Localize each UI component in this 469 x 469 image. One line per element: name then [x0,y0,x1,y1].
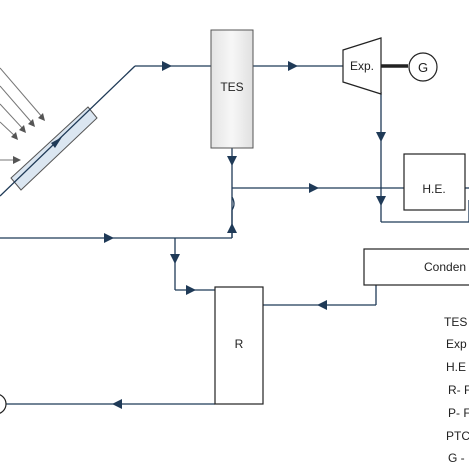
expander-shape [342,37,382,95]
sun-ray [0,103,25,131]
expander-block: Exp. [342,37,382,95]
solar-collector [10,106,98,191]
generator-block: G [408,52,438,82]
generator-label: G [418,60,428,75]
flow-arrow-icon [288,61,298,71]
receiver-label: R [235,337,244,351]
heat-exchanger-block: H.E. [403,153,466,211]
ray-arrow-icon [19,125,26,133]
flow-arrow-icon [227,223,237,233]
legend-item: G - [448,451,465,465]
solar-rays [0,67,44,161]
ray-arrow-icon [28,119,35,127]
ray-arrow-icon [13,156,21,164]
tes-block: TES [210,29,254,149]
legend-item: TES [444,315,467,329]
heat-exchanger-label: H.E. [422,182,445,196]
sun-ray [0,121,17,138]
flow-arrow-icon [376,196,386,206]
flow-arrow-icon [186,285,196,295]
receiver-box [214,286,264,405]
legend-item: Exp [446,337,467,351]
legend-item: H.E [446,360,466,374]
condenser-block: Conden [363,248,469,286]
heat-exchanger-box [403,153,466,211]
legend-item: PTC [446,429,469,443]
flow-arrow-icon [376,132,386,142]
flow-arrow-icon [309,183,319,193]
sun-ray [0,85,34,125]
flow-arrow-icon [170,254,180,264]
condenser-box [363,248,469,286]
legend-item: R- F [448,383,469,397]
flow-arrow-icon [227,156,237,166]
flow-arrow-icon [104,233,114,243]
receiver-block: R [214,286,264,405]
ray-arrow-icon [11,132,18,140]
flow-arrow-icon [317,300,327,310]
generator-circle [408,52,438,82]
condenser-label: Conden [424,260,466,274]
legend-item: P- F [448,406,469,420]
legend: TES Exp H.E R- F P- F PTC G - [444,315,469,465]
expander-label: Exp. [350,59,374,73]
flow-arrow-icon [112,399,122,409]
collector-absorber-pipe [0,65,136,197]
flow-arrow-icon [51,137,62,148]
ray-arrow-icon [38,113,45,121]
sun-ray [0,67,44,119]
pipe-crossover-hop [231,188,235,238]
pump-circle [0,394,7,414]
flow-arrow-icon [162,61,172,71]
tes-box [210,29,254,149]
tes-label: TES [220,80,243,94]
